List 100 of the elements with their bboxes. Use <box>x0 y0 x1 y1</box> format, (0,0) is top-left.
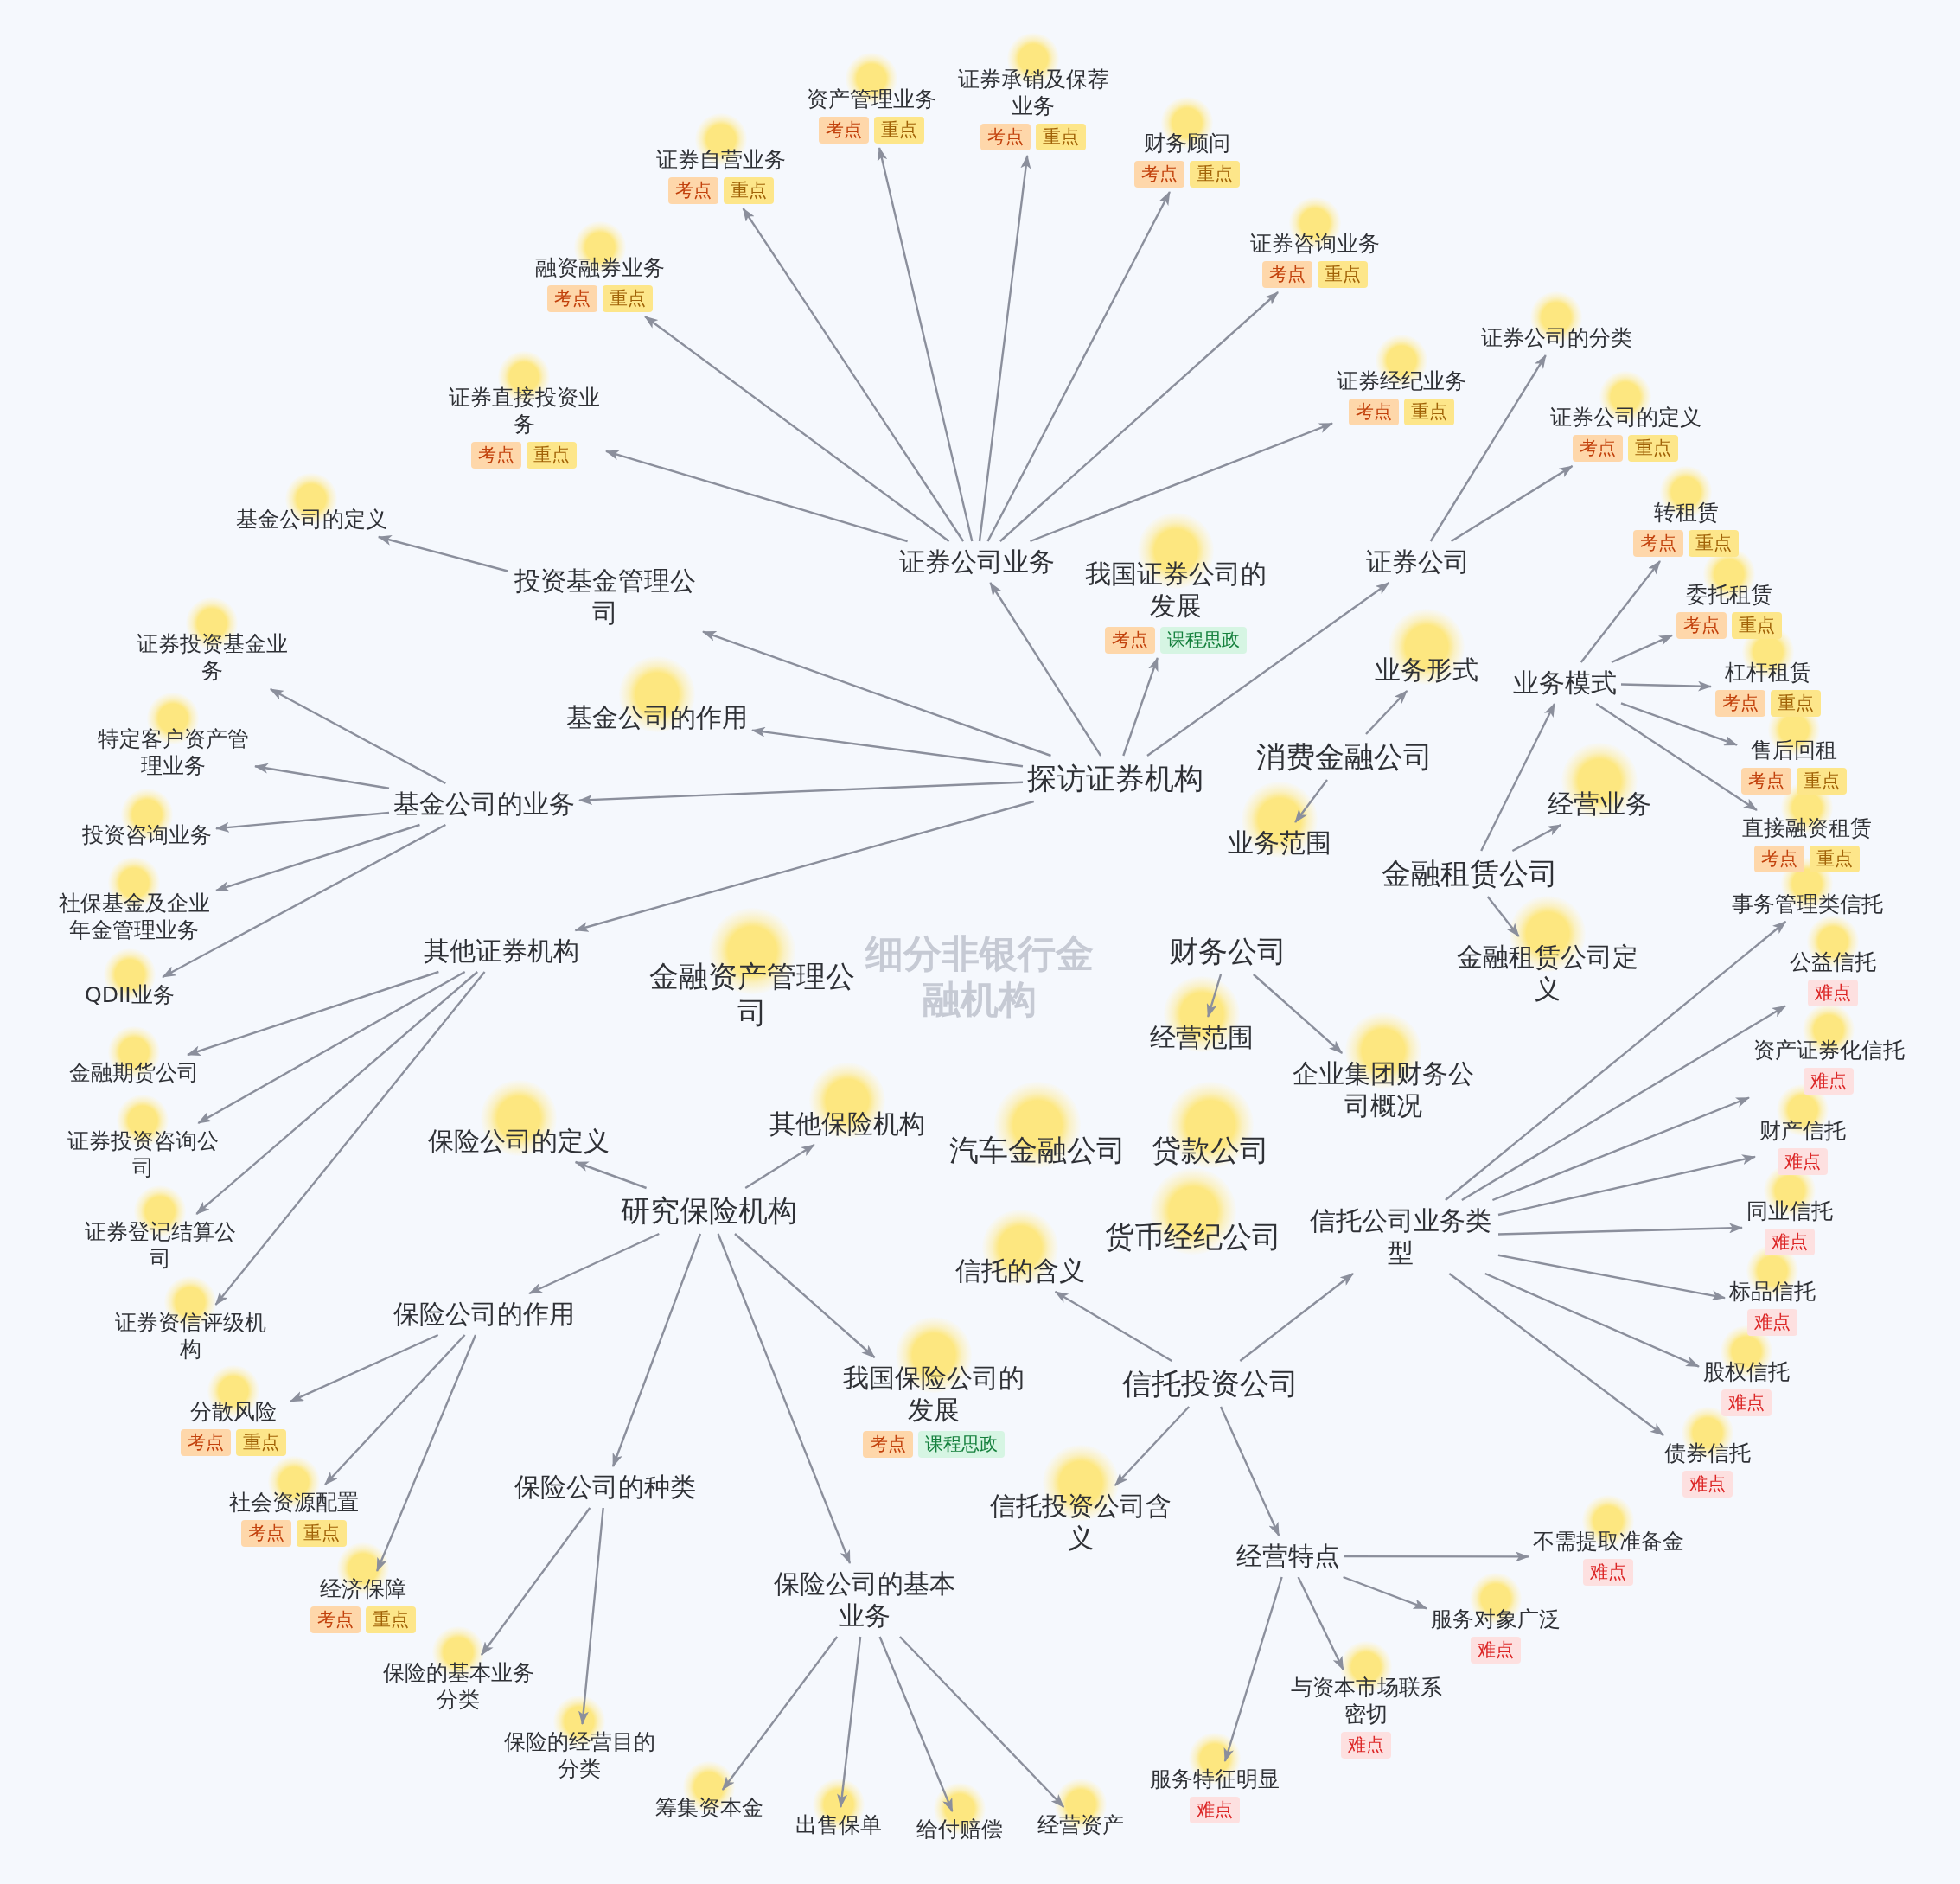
node-label: 证券登记结算公司 <box>83 1217 237 1272</box>
arrow <box>574 1160 647 1190</box>
tag-badge: 考点 <box>668 176 718 204</box>
tag-badge: 难点 <box>1471 1636 1521 1664</box>
arrow <box>999 291 1279 542</box>
arrow <box>1343 1575 1427 1610</box>
node-label: 业务模式 <box>1513 667 1617 699</box>
arrow <box>1484 1272 1700 1368</box>
arrow <box>1486 896 1520 937</box>
tag-badge: 重点 <box>1771 689 1821 717</box>
arrow <box>1146 582 1390 757</box>
node-label: 探访证券机构 <box>1027 759 1203 796</box>
node-label: 证券公司的分类 <box>1480 323 1632 351</box>
node-label: 投资基金管理公司 <box>514 564 697 629</box>
tag-badge: 重点 <box>527 442 577 469</box>
tag-badge: 考点 <box>1573 434 1623 462</box>
tag-badge: 考点 <box>1105 626 1155 654</box>
node-label: 证券公司 <box>1366 546 1470 578</box>
node-label: 社会资源配置 <box>229 1488 359 1516</box>
arrow <box>1239 1273 1354 1362</box>
arrow <box>611 1233 702 1467</box>
node-label: 财产信托 <box>1759 1116 1846 1144</box>
tag-badge: 重点 <box>1732 611 1782 639</box>
tag-badge: 重点 <box>1036 124 1086 151</box>
tag-badge: 难点 <box>1721 1389 1772 1416</box>
arrow <box>528 1232 660 1295</box>
arrow <box>878 1636 954 1812</box>
tag-badge: 重点 <box>1628 434 1678 462</box>
arrow <box>195 971 478 1215</box>
arrow <box>1054 1290 1172 1363</box>
node-label: 经济保障 <box>320 1574 406 1602</box>
arrow <box>734 1233 876 1358</box>
arrow <box>978 155 1031 542</box>
tag-badge: 重点 <box>1404 398 1454 425</box>
node-label: 售后回租 <box>1751 736 1837 763</box>
arrow <box>480 1507 591 1656</box>
node-label: 证券投资基金业务 <box>135 629 289 684</box>
tag-badge: 重点 <box>724 176 774 204</box>
arrow <box>578 781 1024 805</box>
node-label: 证券自营业务 <box>656 145 786 173</box>
arrow <box>1206 974 1223 1018</box>
tag-badge: 考点 <box>181 1428 231 1456</box>
tag-badge: 重点 <box>874 116 924 144</box>
arrow <box>1030 422 1333 543</box>
node-label: 直接融资租赁 <box>1742 814 1872 841</box>
node-label: 金融租赁公司 <box>1382 854 1558 891</box>
node-label: 证券直接投资业务 <box>447 383 601 437</box>
arrow <box>214 971 486 1306</box>
arrow <box>702 630 1051 757</box>
arrow <box>1580 560 1661 663</box>
arrow <box>1122 657 1159 757</box>
node-label: 股权信托 <box>1703 1357 1790 1385</box>
node-label: 保险公司的作用 <box>393 1298 575 1331</box>
node-label: 信托的含义 <box>955 1255 1085 1287</box>
node-label: 出售保单 <box>795 1811 882 1838</box>
tag-badge: 考点 <box>980 124 1031 151</box>
arrow <box>1448 1273 1664 1436</box>
node-label: 分散风险 <box>190 1397 277 1425</box>
tag-badge: 重点 <box>1797 767 1847 795</box>
arrow <box>1219 1406 1280 1536</box>
node-label: 杠杆租赁 <box>1725 658 1811 686</box>
node-label: 债券信托 <box>1664 1439 1751 1466</box>
tag-badge: 重点 <box>236 1428 286 1456</box>
node-label: 证券承销及保荐业务 <box>956 65 1110 119</box>
node-label: 转租赁 <box>1653 498 1719 526</box>
arrow <box>1611 634 1673 664</box>
node-label: 信托投资公司含义 <box>989 1489 1172 1555</box>
tag-badge: 难点 <box>1804 1067 1854 1095</box>
node-label: 基金公司的业务 <box>393 788 575 821</box>
arrow <box>1497 1254 1726 1301</box>
arrow <box>1253 974 1343 1054</box>
node-label: 证券资信评级机构 <box>113 1308 267 1363</box>
node-label: 金融资产管理公司 <box>648 957 856 1031</box>
node-label: 证券公司的定义 <box>1549 403 1701 431</box>
arrow <box>1429 354 1547 542</box>
arrow <box>1491 1096 1750 1202</box>
node-label: 筹集资本金 <box>654 1793 763 1821</box>
tag-badge: 考点 <box>241 1519 291 1547</box>
arrow <box>1511 823 1562 853</box>
tag-badge: 难点 <box>1778 1147 1828 1175</box>
node-label: 事务管理类信托 <box>1731 890 1883 917</box>
node-label: QDII业务 <box>85 980 175 1008</box>
node-label: 社保基金及企业年金管理业务 <box>57 889 211 943</box>
tag-badge: 重点 <box>1810 845 1860 872</box>
tag-badge: 考点 <box>1741 767 1791 795</box>
arrow <box>197 970 466 1125</box>
arrow <box>717 1233 852 1564</box>
tag-badge: 课程思政 <box>918 1430 1005 1458</box>
tag-badge: 难点 <box>1682 1470 1733 1498</box>
arrow <box>1365 690 1408 735</box>
arrow <box>376 1334 477 1572</box>
arrow <box>215 823 420 892</box>
tag-badge: 难点 <box>1747 1308 1797 1336</box>
arrow <box>1497 1154 1756 1217</box>
arrow <box>1620 702 1738 746</box>
node-label: 我国证券公司的发展 <box>1084 557 1267 623</box>
node-label: 基金公司的作用 <box>566 701 748 734</box>
node-label: 资产证券化信托 <box>1753 1036 1905 1063</box>
node-label: 基金公司的定义 <box>235 505 387 533</box>
node-label: 给付赔偿 <box>916 1815 1003 1842</box>
